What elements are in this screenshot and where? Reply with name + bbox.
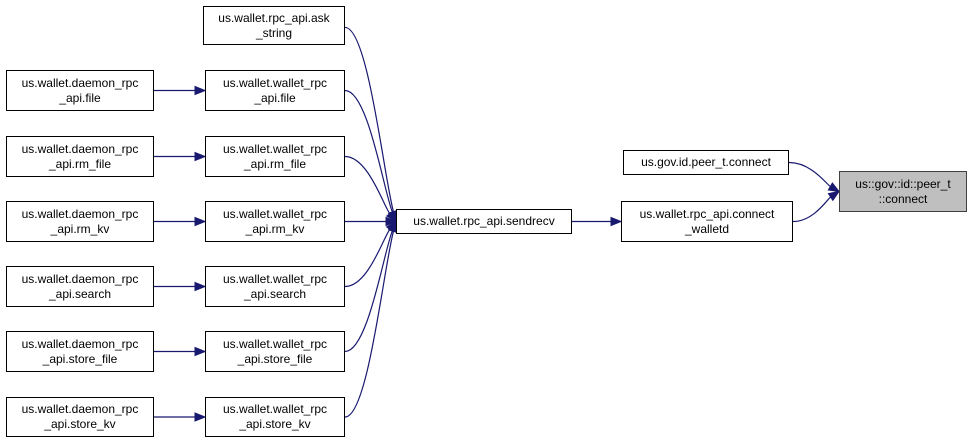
node-label-line: us::gov::id::peer_t xyxy=(855,176,951,191)
node-ask-string[interactable]: us.wallet.rpc_api.ask _string xyxy=(203,6,345,45)
arrowhead-sendrecv xyxy=(385,210,397,223)
node-label-line: us.wallet.wallet_rpc xyxy=(222,141,328,156)
node-label-line: us.wallet.daemon_rpc xyxy=(21,206,139,221)
node-label-line: us.wallet.daemon_rpc xyxy=(21,141,139,156)
arrowhead-focus xyxy=(827,190,841,202)
arrowhead-wallet_store_file xyxy=(194,346,207,357)
node-wallet-rm-kv[interactable]: us.wallet.wallet_rpc _api.rm_kv xyxy=(205,201,345,242)
edge-wallet_store_kv-to-sendrecv xyxy=(344,231,395,418)
node-label-line: _api.rm_file xyxy=(48,156,112,171)
node-peer-connect[interactable]: us.gov.id.peer_t.connect xyxy=(623,150,789,175)
node-label-line: _walletd xyxy=(684,221,730,236)
node-label-line: _api.store_kv xyxy=(44,417,116,431)
node-label-line: us.wallet.rpc_api.ask xyxy=(218,10,330,25)
node-daemon-search[interactable]: us.wallet.daemon_rpc _api.search xyxy=(6,266,154,307)
edge-wallet_file-to-sendrecv xyxy=(344,89,393,213)
node-label-line: us.wallet.daemon_rpc xyxy=(21,271,139,286)
arrowhead-sendrecv xyxy=(385,216,398,227)
arrowhead-wallet_search xyxy=(194,281,207,292)
node-wallet-file[interactable]: us.wallet.wallet_rpc _api.file xyxy=(205,70,345,111)
node-label-line: _api.store_file xyxy=(237,351,313,366)
node-label-line: us.wallet.rpc_api.connect xyxy=(639,206,775,221)
node-daemon-store-kv[interactable]: us.wallet.daemon_rpc _api.store_kv xyxy=(6,397,154,437)
node-label-line: _api.rm_kv xyxy=(50,221,110,236)
node-connect-walletd[interactable]: us.wallet.rpc_api.connect _walletd xyxy=(621,201,793,242)
node-label-line: ::connect xyxy=(878,191,928,206)
node-label-line: us.wallet.wallet_rpc xyxy=(222,75,328,90)
edge-wallet_store_file-to-sendrecv xyxy=(344,230,393,353)
edge-ask_string-to-sendrecv xyxy=(344,26,395,212)
arrowhead-wallet_store_kv xyxy=(194,412,207,422)
node-daemon-rm-kv[interactable]: us.wallet.daemon_rpc _api.rm_kv xyxy=(6,201,154,242)
node-daemon-rm-file[interactable]: us.wallet.daemon_rpc _api.rm_file xyxy=(6,136,154,177)
node-label-line: _string xyxy=(255,25,293,40)
node-daemon-file[interactable]: us.wallet.daemon_rpc _api.file xyxy=(6,70,154,111)
node-label-line: us.wallet.daemon_rpc xyxy=(21,75,139,90)
node-wallet-search[interactable]: us.wallet.wallet_rpc _api.search xyxy=(205,266,345,307)
edge-wallet_search-to-sendrecv xyxy=(344,228,391,288)
node-label-line: _api.store_kv xyxy=(239,417,311,431)
arrowhead-wallet_rm_file xyxy=(194,151,207,162)
node-label-line: _api.file xyxy=(254,90,296,105)
edge-wallet_rm_file-to-sendrecv xyxy=(344,155,391,215)
node-label-line: us.wallet.daemon_rpc xyxy=(21,336,139,351)
arrowhead-focus xyxy=(827,182,841,193)
node-label-line: _api.search xyxy=(243,286,307,301)
node-label-line: _api.file xyxy=(59,90,101,105)
node-label-line: us.gov.id.peer_t.connect xyxy=(641,155,771,169)
arrowhead-wallet_rm_kv xyxy=(194,216,207,227)
node-wallet-rm-file[interactable]: us.wallet.wallet_rpc _api.rm_file xyxy=(205,136,345,177)
node-daemon-store-file[interactable]: us.wallet.daemon_rpc _api.store_file xyxy=(6,331,154,372)
node-sendrecv[interactable]: us.wallet.rpc_api.sendrecv xyxy=(396,209,572,234)
edge-peer_connect-to-focus xyxy=(788,161,831,188)
node-label-line: us.wallet.rpc_api.sendrecv xyxy=(413,214,555,228)
arrowhead-connect_walletd xyxy=(610,216,623,227)
edge-connect_walletd-to-focus xyxy=(792,196,832,223)
node-label-line: us.wallet.wallet_rpc xyxy=(222,206,328,221)
node-focus-peer-connect[interactable]: us::gov::id::peer_t ::connect xyxy=(839,171,967,212)
node-label-line: _api.rm_file xyxy=(243,156,307,171)
node-label-line: _api.rm_kv xyxy=(245,221,305,236)
node-label-line: _api.search xyxy=(48,286,112,301)
node-label-line: us.wallet.wallet_rpc xyxy=(222,336,328,351)
node-wallet-store-file[interactable]: us.wallet.wallet_rpc _api.store_file xyxy=(205,331,345,372)
node-label-line: _api.store_file xyxy=(42,351,118,366)
node-label-line: us.wallet.daemon_rpc xyxy=(21,402,139,416)
arrowhead-wallet_file xyxy=(194,85,207,96)
node-label-line: us.wallet.wallet_rpc xyxy=(222,271,328,286)
node-wallet-store-kv[interactable]: us.wallet.wallet_rpc _api.store_kv xyxy=(205,397,345,437)
node-label-line: us.wallet.wallet_rpc xyxy=(222,402,328,416)
